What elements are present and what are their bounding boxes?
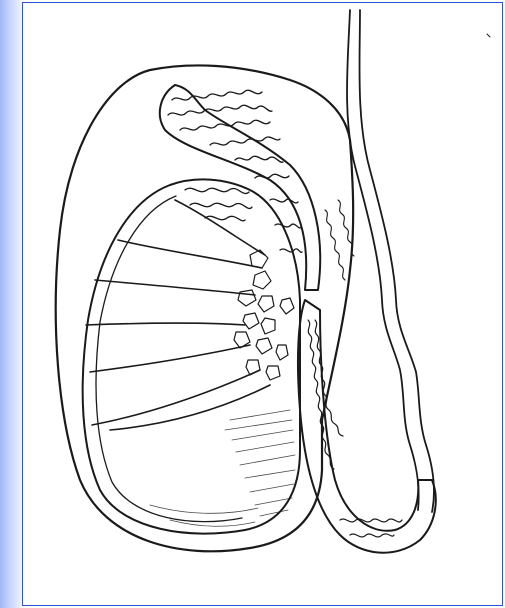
- epididymis-head-outline: [160, 85, 320, 290]
- septum-4: [86, 323, 245, 325]
- testis-inner-margin: [96, 196, 242, 522]
- rete-network: [234, 250, 294, 380]
- efferent-ducts: [185, 188, 252, 221]
- lobule-septa: [86, 200, 270, 430]
- septum-5: [90, 345, 250, 372]
- stray-mark: [487, 34, 490, 37]
- shading-hatch: [150, 410, 295, 526]
- septum-2: [118, 240, 262, 268]
- vas-deferens-left: [347, 10, 419, 510]
- epididymis-head-coil: [168, 90, 302, 252]
- outer-capsule: [56, 65, 353, 551]
- septum-7: [110, 385, 270, 430]
- vas-deferens-right: [359, 10, 434, 512]
- septum-3: [95, 280, 255, 295]
- septum-6: [92, 370, 260, 425]
